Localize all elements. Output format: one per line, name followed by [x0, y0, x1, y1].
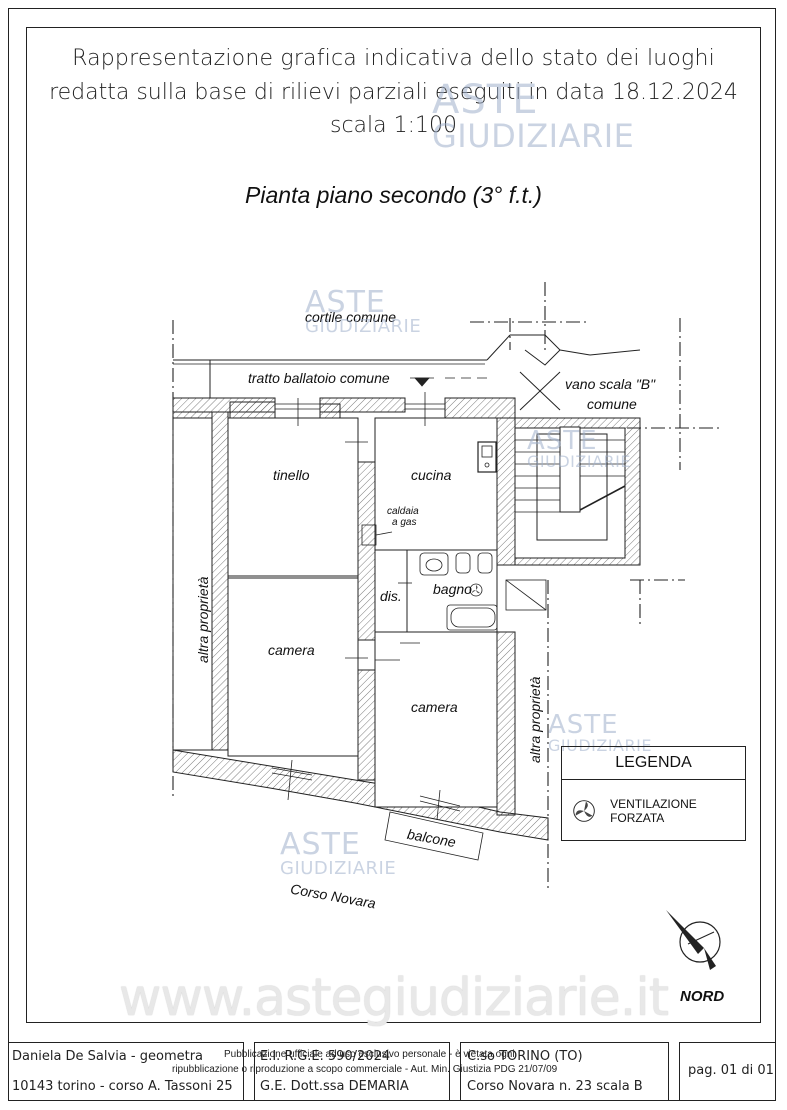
- footer-street: Corso Novara n. 23 scala B: [467, 1079, 643, 1094]
- legend: LEGENDA VENTILAZIONE FORZATA: [561, 746, 746, 841]
- label-vano-scala-comune: comune: [587, 396, 637, 412]
- plan-title: Pianta piano secondo (3° f.t.): [245, 182, 542, 208]
- north-arrow-icon: [666, 910, 721, 970]
- footer-page-number: pag. 01 di 01: [688, 1063, 774, 1078]
- label-camera-2: camera: [411, 699, 458, 715]
- legend-item-label: VENTILAZIONE FORZATA: [610, 797, 697, 825]
- bathroom-fan-icon: [469, 583, 483, 597]
- label-tinello: tinello: [273, 467, 310, 483]
- publication-notice-2: ripubblicazione o riproduzione a scopo c…: [172, 1064, 558, 1075]
- drawing-frame: [26, 27, 761, 1023]
- watermark-logo-bottom: ASTE GIUDIZIARIE: [280, 827, 397, 879]
- north-label: NORD: [680, 988, 725, 1005]
- footer-author: Daniela De Salvia - geometra: [12, 1049, 204, 1064]
- label-cortile: cortile comune: [305, 309, 397, 325]
- footer-page-box: [679, 1042, 776, 1101]
- label-vano-scala: vano scala "B": [565, 376, 656, 392]
- footer-office-address: 10143 torino - corso A. Tassoni 25: [12, 1079, 233, 1094]
- label-caldaia-gas: a gas: [392, 517, 417, 528]
- label-ballatoio: tratto ballatoio comune: [248, 370, 390, 386]
- header-line-1: Rappresentazione grafica indicativa dell…: [72, 46, 715, 71]
- watermark-logo-right: ASTE GIUDIZIARIE: [548, 710, 652, 755]
- footer-case-number: E.I. R.G.E. 590/2024: [260, 1049, 391, 1064]
- footer-case-box: [254, 1042, 450, 1101]
- footer-city: C.so TORINO (TO): [467, 1049, 583, 1064]
- footer-judge: G.E. Dott.ssa DEMARIA: [260, 1079, 409, 1094]
- watermark-logo-top: ASTE GIUDIZIARIE: [432, 77, 635, 155]
- watermark-logo-cortile: ASTE GIUDIZIARIE: [305, 285, 422, 337]
- legend-title: LEGENDA: [562, 747, 745, 780]
- footer-author-box: [8, 1042, 244, 1101]
- label-bagno: bagno: [433, 581, 472, 597]
- fan-icon: [573, 800, 595, 822]
- label-camera-1: camera: [268, 642, 315, 658]
- footer-address-box: [460, 1042, 669, 1101]
- watermark-logo-scala: ASTE GIUDIZIARIE: [527, 426, 631, 471]
- label-caldaia: caldaia: [387, 506, 419, 517]
- header-scale: scala 1:100: [329, 113, 458, 138]
- label-cucina: cucina: [411, 467, 452, 483]
- label-altra-proprieta-left: altra proprietà: [195, 576, 211, 663]
- legend-row: VENTILAZIONE FORZATA: [562, 780, 745, 842]
- watermark-site: www.astegiudiziarie.it: [118, 968, 669, 1028]
- publication-notice-1: Pubblicazione ufficiale ad uso esclusivo…: [224, 1049, 515, 1060]
- label-altra-proprieta-right: altra proprietà: [527, 676, 543, 763]
- label-dis: dis.: [380, 588, 402, 604]
- header-line-2: redatta sulla base di rilievi parziali e…: [49, 80, 738, 105]
